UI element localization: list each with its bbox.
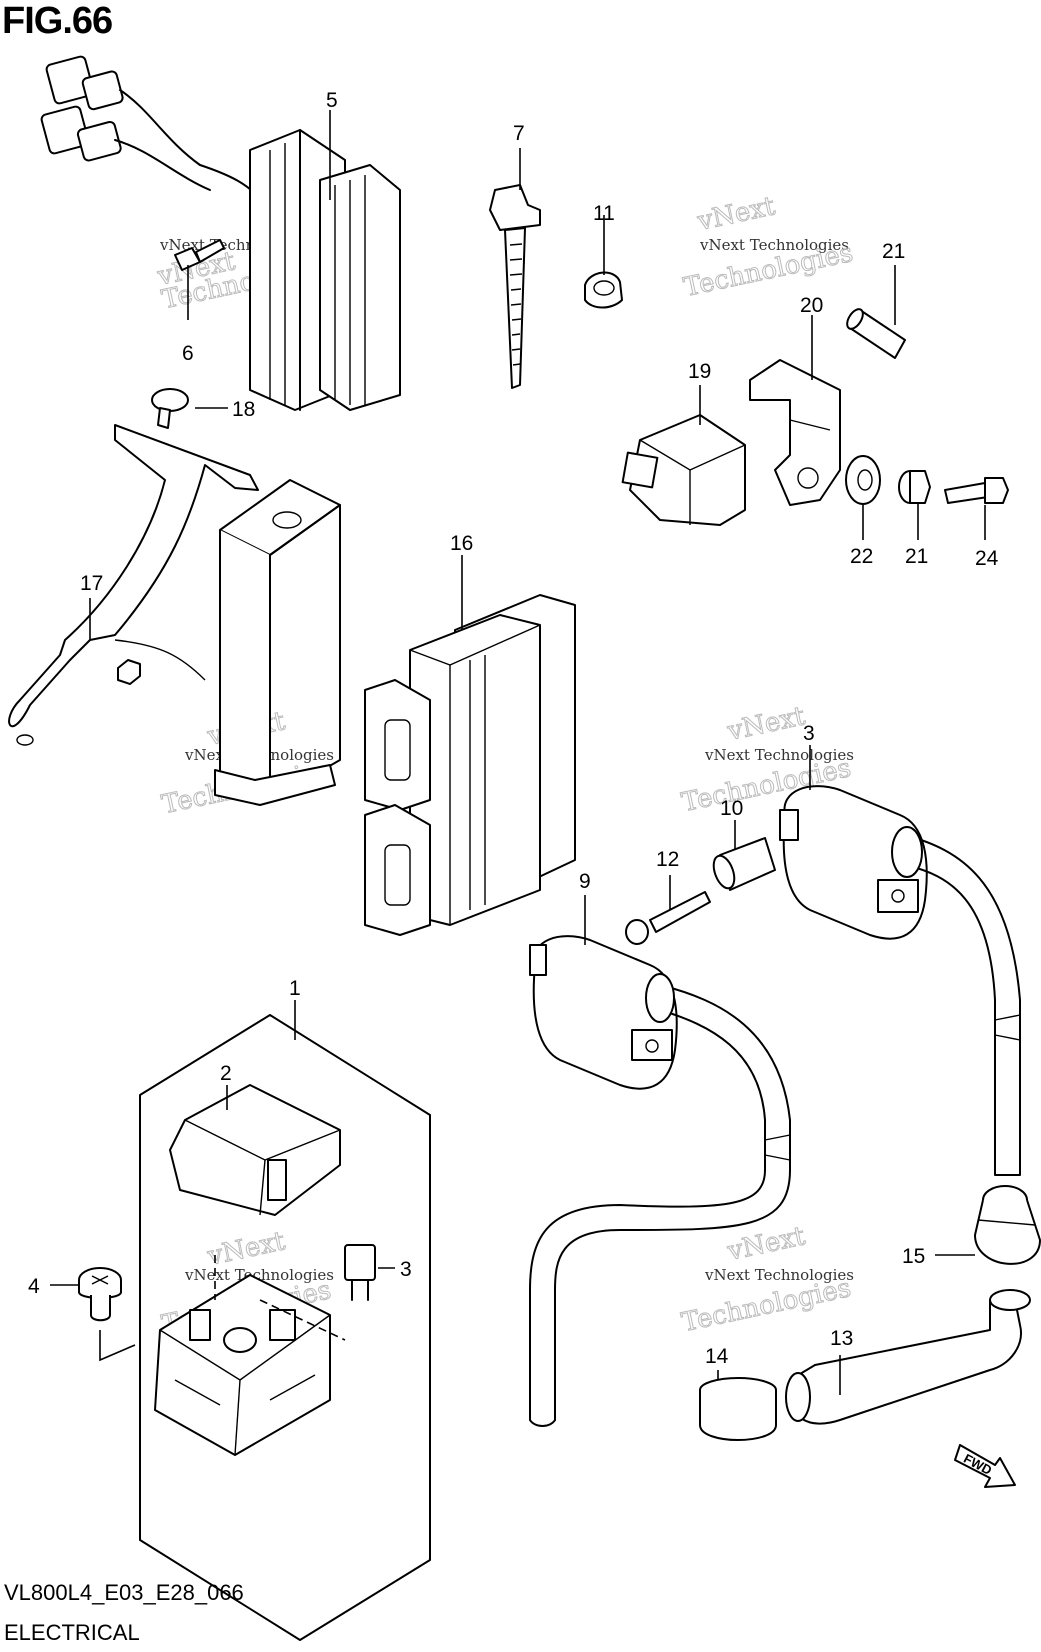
watermark-text: vNext Technologies <box>704 1266 854 1284</box>
plug-lead-part-13 <box>785 1289 1031 1425</box>
callout-5: 5 <box>326 89 338 112</box>
collar-part-10 <box>712 837 776 891</box>
watermark: vNext vNext Technologies Technologies <box>679 1221 855 1339</box>
screw-part-4 <box>78 1267 122 1322</box>
callout-3-coil: 3 <box>803 722 815 745</box>
fuse-part-3 <box>344 1244 376 1301</box>
callout-19: 19 <box>688 360 711 383</box>
plug-cap-part-15 <box>974 1185 1041 1265</box>
callout-15: 15 <box>902 1245 925 1268</box>
callout-1: 1 <box>289 977 301 1000</box>
figure-title: FIG.66 <box>2 0 113 42</box>
svg-text:vNext: vNext <box>724 701 808 747</box>
callout-22: 21 <box>905 545 928 568</box>
clamp-part-11 <box>584 271 623 309</box>
sleeve-part-21 <box>846 308 906 359</box>
section-name: ELECTRICAL <box>4 1620 140 1645</box>
watermark-text: vNext Technologies <box>184 1266 334 1284</box>
callout-13: 13 <box>830 1327 853 1350</box>
callout-2: 2 <box>220 1062 232 1085</box>
watermark: vNext vNext Technologies Technologies <box>681 191 857 304</box>
svg-text:vNext: vNext <box>694 191 778 237</box>
ignition-coil-part-3 <box>779 785 1021 1176</box>
callout-24: 24 <box>975 547 999 570</box>
relay-assembly-part-1 <box>99 1014 431 1641</box>
callout-21: 21 <box>882 240 905 263</box>
svg-text:vNext: vNext <box>724 1221 808 1267</box>
watermark-text: vNext Technologies <box>704 746 854 764</box>
bolt-part-12 <box>625 891 711 945</box>
screw-part-18 <box>151 388 189 429</box>
watermark-text: vNext Technologies <box>699 236 849 254</box>
leader-lines <box>50 110 986 1395</box>
regulator-rectifier-part-5 <box>40 55 401 411</box>
diagram-code: VL800L4_E03_E28_066 <box>4 1580 244 1605</box>
bracket-part-20 <box>749 359 841 506</box>
callout-10: 10 <box>720 797 743 820</box>
cover-part-2 <box>169 1084 341 1216</box>
callout-3-fuse: 3 <box>400 1258 412 1281</box>
fwd-label: FWD <box>961 1451 994 1478</box>
callout-20: 20 <box>800 294 823 317</box>
callout-18: 18 <box>232 398 255 421</box>
callout-11: 11 <box>593 202 615 225</box>
callout-12: 12 <box>656 848 679 871</box>
ring-part-14 <box>699 1377 777 1441</box>
callout-16: 16 <box>450 532 473 555</box>
ecm-part-16 <box>364 594 576 936</box>
callout-7: 7 <box>513 122 525 145</box>
callout-4: 4 <box>28 1275 40 1298</box>
collar-part-22 <box>898 470 931 504</box>
bolt-part-6 <box>174 239 225 271</box>
callout-14: 14 <box>705 1345 729 1368</box>
callout-17: 17 <box>80 572 103 595</box>
cable-tie-part-7 <box>489 184 541 389</box>
bolt-part-24 <box>944 477 1009 504</box>
relay-part-19 <box>621 414 746 526</box>
fwd-arrow: FWD <box>954 1444 1016 1488</box>
ecm-bracket-part-17 <box>8 424 341 806</box>
callout-9: 9 <box>579 870 591 893</box>
callouts: 5 6 7 11 18 21 20 19 22 21 24 16 17 3 10… <box>28 89 999 1368</box>
callout-23: 22 <box>850 545 873 568</box>
washer-part-23 <box>845 455 881 505</box>
ignition-coil-part-9 <box>529 935 791 1427</box>
callout-6: 6 <box>182 342 194 365</box>
